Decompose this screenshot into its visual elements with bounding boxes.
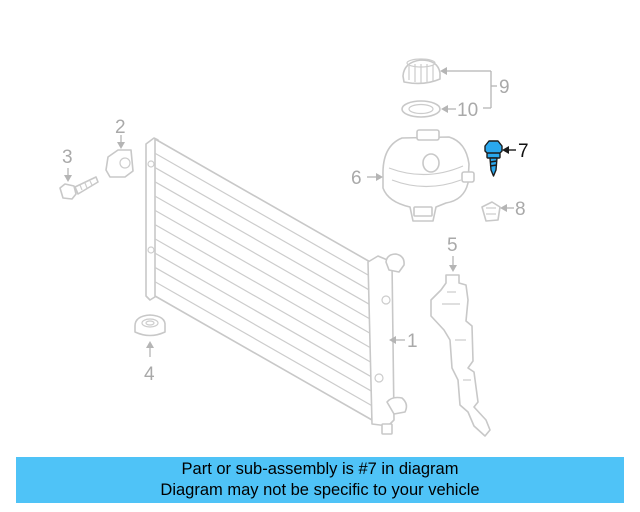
arrow-6	[376, 173, 383, 181]
callout-4: 4	[144, 364, 155, 385]
banner-line-part-number: Part or sub-assembly is #7 in diagram	[181, 460, 459, 478]
callout-1: 1	[407, 331, 418, 352]
callout-10: 10	[457, 100, 478, 121]
callout-5: 5	[447, 235, 458, 256]
expansion-tank-part[interactable]	[382, 129, 475, 222]
callout-bracket-9-10	[440, 67, 497, 109]
radiator-fin	[154, 252, 373, 378]
radiator-fin	[154, 181, 373, 307]
callout-2: 2	[115, 117, 126, 138]
mount-bracket-part[interactable]	[105, 149, 134, 178]
rubber-mount-part[interactable]	[134, 314, 166, 337]
arrow-2	[117, 142, 125, 149]
radiator-fin	[154, 152, 373, 278]
arrow-3	[64, 175, 72, 182]
banner-line-disclaimer: Diagram may not be specific to your vehi…	[160, 481, 480, 499]
arrow-4	[146, 341, 154, 348]
arrow-10	[441, 105, 448, 113]
radiator-fin	[154, 238, 373, 364]
seal-ring-part[interactable]	[401, 100, 441, 118]
arrow-5	[449, 265, 457, 272]
callout-6: 6	[351, 168, 362, 189]
radiator-fin	[154, 266, 373, 392]
radiator-fin	[154, 167, 373, 293]
screw-part-highlighted[interactable]	[484, 140, 503, 177]
reservoir-cap-part[interactable]	[402, 58, 441, 85]
callout-8: 8	[515, 199, 526, 220]
radiator-fin	[154, 195, 373, 321]
arrow-1	[389, 336, 396, 344]
radiator-part[interactable]	[145, 137, 408, 435]
radiator-fins	[154, 152, 373, 407]
callout-9: 9	[499, 77, 510, 98]
air-guide-bracket-part[interactable]	[430, 274, 491, 437]
info-banner: Part or sub-assembly is #7 in diagram Di…	[16, 457, 624, 503]
arrow-8	[500, 204, 507, 212]
bolt-part[interactable]	[59, 176, 99, 200]
radiator-fin	[154, 224, 373, 350]
clip-nut-part[interactable]	[481, 201, 501, 222]
callout-7: 7	[518, 141, 529, 162]
callout-3: 3	[62, 147, 73, 168]
radiator-fin	[154, 209, 373, 335]
arrow-7	[502, 146, 509, 154]
radiator-fin	[154, 281, 373, 407]
